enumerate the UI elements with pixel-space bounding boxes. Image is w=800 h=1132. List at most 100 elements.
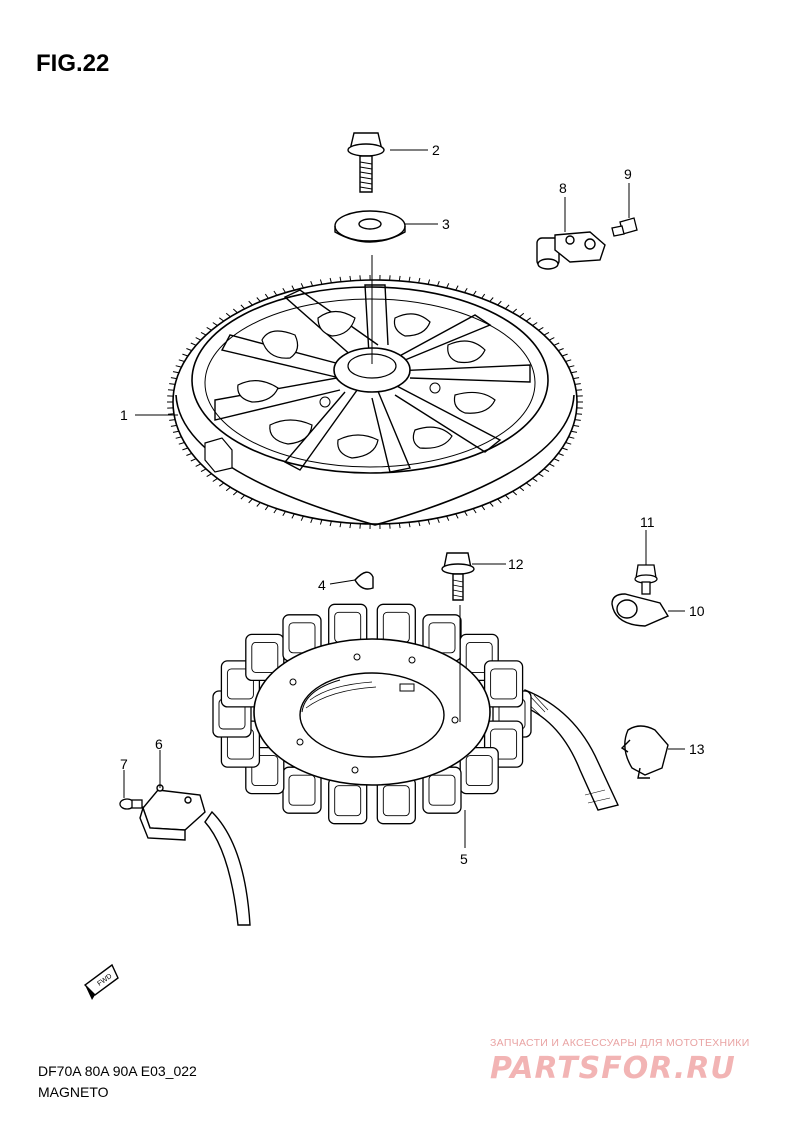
gear-tooth	[186, 348, 192, 352]
stator-coil-face	[251, 641, 279, 673]
stator-part[interactable]	[212, 603, 619, 825]
gear-tooth	[512, 308, 518, 314]
gear-tooth	[169, 383, 176, 385]
gear-tooth	[232, 308, 238, 314]
gear-tooth	[310, 517, 314, 523]
gear-tooth	[389, 275, 391, 281]
gear-tooth	[359, 523, 361, 529]
gear-tooth	[291, 285, 295, 291]
gear-tooth	[573, 424, 580, 427]
gear-tooth	[548, 463, 555, 467]
gear-tooth	[576, 413, 583, 415]
gear-tooth	[543, 468, 550, 473]
gear-tooth	[167, 413, 174, 415]
gear-tooth	[576, 389, 583, 391]
gear-tooth	[206, 326, 212, 331]
gear-tooth	[190, 458, 197, 462]
pulser-sensor-part[interactable]	[536, 231, 606, 270]
stator-bolt-part[interactable]	[441, 552, 475, 601]
gear-tooth	[178, 359, 185, 362]
gear-tooth	[408, 276, 411, 282]
callout-8: 8	[559, 180, 567, 196]
callout-10: 10	[689, 603, 705, 619]
trigger-coil-part[interactable]	[139, 784, 251, 926]
gear-tooth	[561, 447, 568, 451]
gear-tooth	[504, 304, 510, 310]
flywheel-part[interactable]	[167, 274, 583, 530]
gear-tooth	[571, 371, 578, 374]
gear-tooth	[558, 348, 564, 352]
watermark-brand[interactable]: PARTSFOR.RU	[490, 1051, 736, 1086]
washer-part[interactable]	[334, 210, 406, 243]
gear-tooth	[519, 486, 525, 492]
gear-tooth	[339, 522, 342, 528]
stator-coil-face	[465, 755, 493, 787]
gear-tooth	[182, 447, 189, 451]
callout-6: 6	[155, 736, 163, 752]
gear-tooth	[446, 283, 450, 289]
gear-tooth	[464, 287, 468, 293]
gear-tooth	[512, 490, 518, 496]
gear-tooth	[175, 436, 182, 439]
callout-5: 5	[460, 851, 468, 867]
gear-tooth	[558, 452, 564, 456]
gear-tooth	[172, 430, 179, 433]
gear-tooth	[310, 281, 314, 287]
gear-tooth	[565, 442, 572, 445]
gear-tooth	[525, 482, 531, 487]
gear-tooth	[398, 523, 401, 529]
callout-7: 7	[120, 756, 128, 772]
gear-tooth	[282, 511, 286, 517]
gear-tooth	[206, 473, 212, 478]
gear-tooth	[212, 322, 218, 327]
figure-code: DF70A 80A 90A E03_022	[38, 1063, 197, 1079]
figure-title: FIG.22	[36, 50, 110, 77]
gear-tooth	[568, 365, 575, 368]
gear-tooth	[553, 342, 560, 346]
callout-1: 1	[120, 407, 128, 423]
gear-tooth	[291, 513, 295, 519]
gear-tooth	[359, 275, 361, 281]
gear-tooth	[349, 523, 352, 529]
gear-tooth	[212, 477, 218, 482]
gear-tooth	[256, 297, 261, 302]
sensor-screw-part[interactable]	[611, 217, 638, 237]
gear-tooth	[169, 419, 176, 421]
gear-tooth	[574, 419, 581, 421]
gear-tooth	[553, 458, 560, 462]
gear-tooth	[389, 523, 391, 529]
gear-tooth	[175, 365, 182, 368]
gear-tooth	[172, 371, 179, 374]
gear-tooth	[195, 337, 202, 341]
leader-lines	[123, 149, 685, 848]
gear-tooth	[240, 304, 246, 310]
gear-tooth	[300, 515, 304, 521]
flywheel-bolt-part[interactable]	[347, 132, 385, 193]
hose-clamp-part[interactable]	[620, 725, 669, 779]
gear-tooth	[339, 276, 342, 282]
stator-coil-face	[288, 774, 316, 806]
stator-coil-windings	[212, 603, 532, 825]
gear-tooth	[225, 486, 231, 492]
stator-coil-face	[428, 774, 456, 806]
wire-clamp-part[interactable]	[611, 593, 670, 627]
gear-tooth	[398, 275, 401, 281]
gear-tooth	[256, 502, 261, 507]
gear-tooth	[489, 297, 494, 302]
stator-coil-face	[490, 728, 518, 760]
callout-3: 3	[442, 216, 450, 232]
gear-tooth	[200, 468, 207, 473]
gear-tooth	[195, 463, 202, 467]
gear-tooth	[538, 326, 544, 331]
figure-name: MAGNETO	[38, 1084, 109, 1100]
gear-tooth	[300, 283, 304, 289]
woodruff-key-part[interactable]	[354, 571, 374, 590]
gear-tooth	[240, 494, 246, 500]
stator-coil-face	[334, 785, 362, 817]
trigger-coil-screw-part[interactable]	[119, 798, 143, 810]
gear-tooth	[408, 522, 411, 528]
callout-numbers: 1 2 3 4 5 6 7 8 9 10 11 12 13	[120, 142, 705, 867]
clamp-screw-part[interactable]	[634, 564, 658, 595]
gear-tooth	[574, 383, 581, 385]
